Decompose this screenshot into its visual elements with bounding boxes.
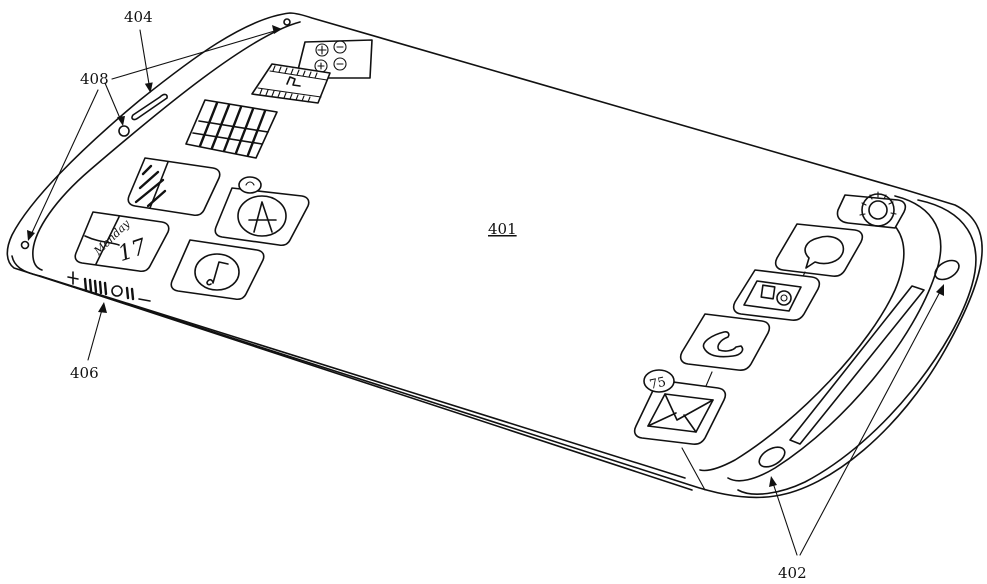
notes-grid-icon <box>185 99 278 159</box>
folder-icon <box>127 157 221 217</box>
phone-icon <box>679 313 771 372</box>
right-sensor-bottom <box>758 446 786 468</box>
mail-icon: 75 <box>633 369 727 446</box>
front-edge <box>39 275 693 491</box>
settings-gear-icon <box>836 191 907 229</box>
device-outline <box>6 12 983 499</box>
speaker-slot <box>131 93 168 121</box>
sensor-hole-top <box>118 125 130 137</box>
right-sensor-top <box>934 259 960 281</box>
label-406: 406 <box>70 364 99 382</box>
leader-lines <box>27 25 944 556</box>
messages-icon <box>774 223 864 278</box>
music-icon <box>170 239 265 301</box>
film-strip-icon <box>251 63 331 104</box>
calendar-icon: Monday 17 <box>74 211 170 273</box>
right-display-edge <box>699 209 905 472</box>
right-side-outer <box>737 199 977 495</box>
left-app-icons: Monday 17 <box>74 39 373 301</box>
mail-badge <box>643 369 675 393</box>
left-edge-inner <box>32 21 301 271</box>
left-edge-features <box>20 18 291 302</box>
label-404: 404 <box>124 8 153 26</box>
sensor-hole-right <box>283 18 291 26</box>
label-408: 408 <box>80 70 109 88</box>
right-app-icons: 75 <box>633 191 907 446</box>
camera-icon <box>732 269 821 322</box>
app-store-icon <box>214 176 310 247</box>
sensor-hole-left <box>20 240 30 250</box>
label-402: 402 <box>778 564 807 582</box>
reference-numerals: 404 408 401 406 402 <box>70 8 807 582</box>
label-401: 401 <box>488 220 517 238</box>
volume-control <box>67 271 151 302</box>
control-widget-icon <box>295 39 373 79</box>
right-side-slot <box>789 285 925 445</box>
device-body <box>6 12 983 499</box>
mail-badge-count: 75 <box>648 375 667 393</box>
right-side-inner <box>727 195 942 482</box>
dock-divider <box>705 371 713 387</box>
